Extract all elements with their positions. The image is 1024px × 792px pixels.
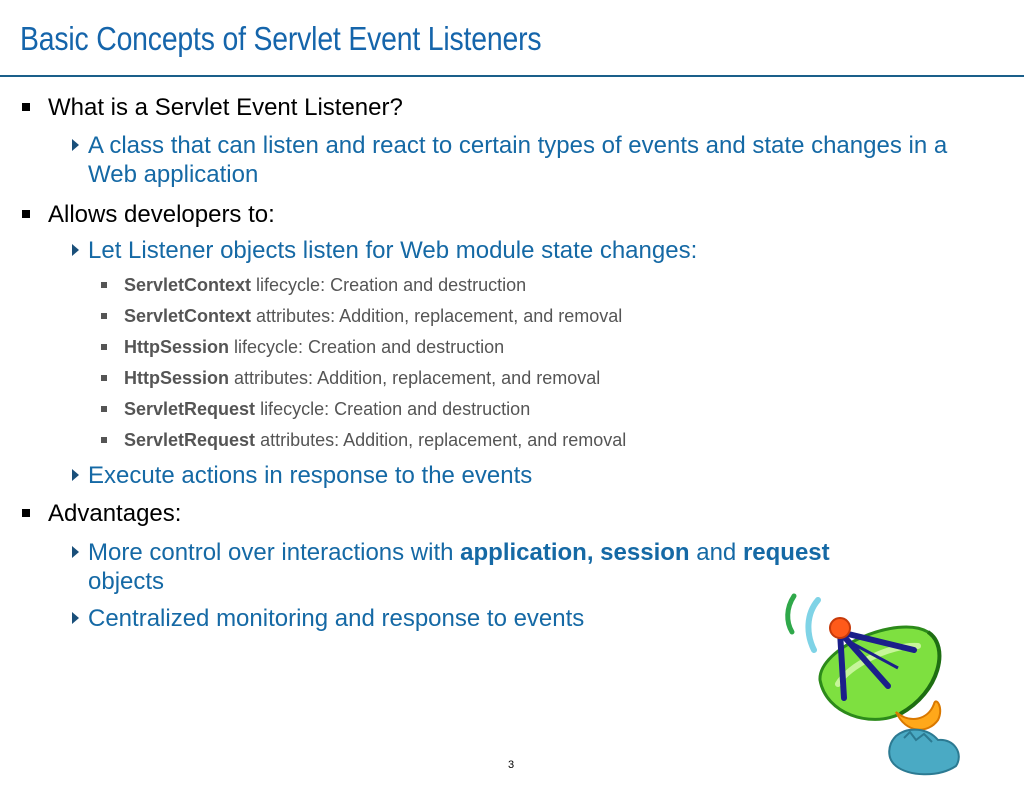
sub-bullet-more-control: More control over interactions with appl… [72,538,968,596]
bullet-text: Allows developers to: [48,201,275,228]
small-square-bullet-icon [101,282,107,288]
emphasis-application-session: application, session [460,539,690,566]
bullet-advantages: Advantages: [22,500,182,528]
item-keyword: HttpSession [124,368,230,388]
item-text: lifecycle: Creation and destruction [251,275,527,295]
arrow-bullet-icon [72,244,79,256]
sub-bullet-text: objects [88,568,165,595]
bullet-what-is-listener: What is a Servlet Event Listener? [22,94,403,122]
bullet-text: Advantages: [48,500,182,527]
list-item: HttpSession attributes: Addition, replac… [101,368,601,389]
item-keyword: ServletRequest [124,399,256,419]
square-bullet-icon [22,210,30,218]
item-text: attributes: Addition, replacement, and r… [251,306,623,326]
title-divider [0,75,1024,77]
small-square-bullet-icon [101,344,107,350]
page-number: 3 [508,759,515,771]
item-keyword: ServletContext [124,306,252,326]
small-square-bullet-icon [101,406,107,412]
item-text: attributes: Addition, replacement, and r… [229,368,601,388]
sub-bullet-text: A class that can listen and react to cer… [88,132,948,188]
sub-bullet-text: and [689,539,743,566]
list-item: ServletRequest lifecycle: Creation and d… [101,399,531,420]
sub-bullet-text: More control over interactions with [88,539,461,566]
item-keyword: ServletRequest [124,430,256,450]
item-text: lifecycle: Creation and destruction [229,337,505,357]
sub-bullet-text: Let Listener objects listen for Web modu… [88,237,698,264]
bullet-text: What is a Servlet Event Listener? [48,94,403,121]
arrow-bullet-icon [72,469,79,481]
item-keyword: HttpSession [124,337,230,357]
square-bullet-icon [22,103,30,111]
bullet-allows-developers: Allows developers to: [22,201,275,229]
list-item: ServletContext lifecycle: Creation and d… [101,275,527,296]
item-text: attributes: Addition, replacement, and r… [255,430,627,450]
list-item: HttpSession lifecycle: Creation and dest… [101,337,505,358]
sub-bullet-listen-state-changes: Let Listener objects listen for Web modu… [72,236,968,265]
sub-bullet-text: Execute actions in response to the event… [88,462,533,489]
square-bullet-icon [22,509,30,517]
item-text: lifecycle: Creation and destruction [255,399,531,419]
small-square-bullet-icon [101,313,107,319]
list-item: ServletContext attributes: Addition, rep… [101,306,623,327]
arrow-bullet-icon [72,612,79,624]
arrow-bullet-icon [72,546,79,558]
sub-bullet-definition: A class that can listen and react to cer… [72,131,968,189]
slide-title: Basic Concepts of Servlet Event Listener… [20,20,542,57]
small-square-bullet-icon [101,375,107,381]
emphasis-request: request [742,539,830,566]
item-keyword: ServletContext [124,275,252,295]
small-square-bullet-icon [101,437,107,443]
list-item: ServletRequest attributes: Addition, rep… [101,430,627,451]
sub-bullet-execute-actions: Execute actions in response to the event… [72,461,968,490]
sub-bullet-centralized-monitoring: Centralized monitoring and response to e… [72,604,968,633]
arrow-bullet-icon [72,139,79,151]
sub-bullet-text: Centralized monitoring and response to e… [88,605,585,632]
satellite-dish-icon [785,593,960,776]
